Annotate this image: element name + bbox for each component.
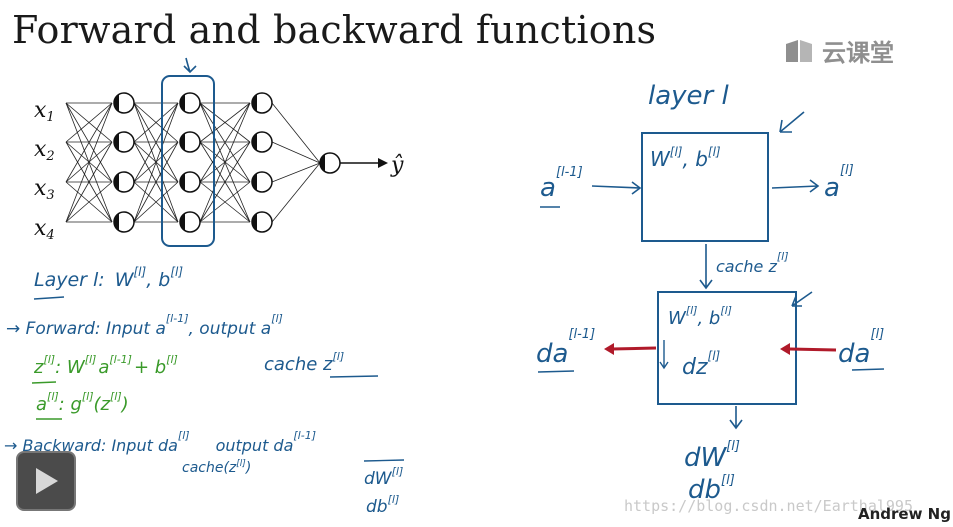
cache-label: cache z[l] <box>716 250 789 276</box>
backward-line: → Backward: Input da[l]output da[l-1] <box>4 429 316 455</box>
backward-cache: cache(z[l]) <box>182 459 251 476</box>
backward-block-params: W[l], b[l] <box>668 304 732 329</box>
forward-block <box>641 132 769 242</box>
layer-label: layer l <box>648 81 729 111</box>
input-label-x4: x4 <box>34 216 55 243</box>
slide-title: Forward and backward functions <box>12 8 657 52</box>
brand-logo: 云课堂 <box>784 33 894 68</box>
play-button[interactable] <box>16 451 76 511</box>
layer-block-diagram: layer l W[l], b[l] a[l-1] a[l] cache z[l… <box>536 81 884 505</box>
diagram-db: db[l] <box>688 473 735 505</box>
input-label-x1: x1 <box>34 98 55 125</box>
input-label-x3: x3 <box>34 176 55 203</box>
a-equation: a[l]: g[l](z[l]) <box>36 390 129 415</box>
input-labels: x1 x2 x3 x4 ŷ <box>34 98 404 243</box>
author-credit: Andrew Ng <box>858 505 951 523</box>
forward-block-params: W[l], b[l] <box>650 145 721 171</box>
brand-name: 云课堂 <box>822 39 894 67</box>
backward-output-arrow <box>611 346 657 351</box>
forward-output-a: a[l] <box>824 163 854 203</box>
watermark-url: https://blog.csdn.net/Earthal995 <box>624 497 913 515</box>
z-equation: z[l]: W[l]a[l-1]+ b[l] <box>33 353 178 378</box>
output-label-yhat: ŷ <box>390 153 404 178</box>
neural-network-diagram <box>65 57 388 247</box>
layer-definition: Layer l:W[l], b[l] <box>34 265 183 291</box>
input-label-x2: x2 <box>34 137 55 164</box>
backward-db: db[l] <box>366 493 399 517</box>
backward-output-da: da[l-1] <box>536 327 595 369</box>
backward-input-arrow <box>789 347 837 352</box>
cache-z: cache z[l] <box>264 350 344 375</box>
diagram-dw: dW[l] <box>684 439 740 473</box>
backward-block-dz: dz[l] <box>682 349 721 380</box>
book-logo-icon <box>786 39 812 62</box>
backward-input-da: da[l] <box>838 327 884 369</box>
forward-line: → Forward: Input a[l-1], output a[l] <box>6 312 283 339</box>
forward-input-a: a[l-1] <box>540 165 583 203</box>
backward-dw: dW[l] <box>364 465 403 489</box>
play-icon <box>36 468 58 494</box>
notes: Layer l:W[l], b[l] → Forward: Input a[l-… <box>4 265 405 517</box>
